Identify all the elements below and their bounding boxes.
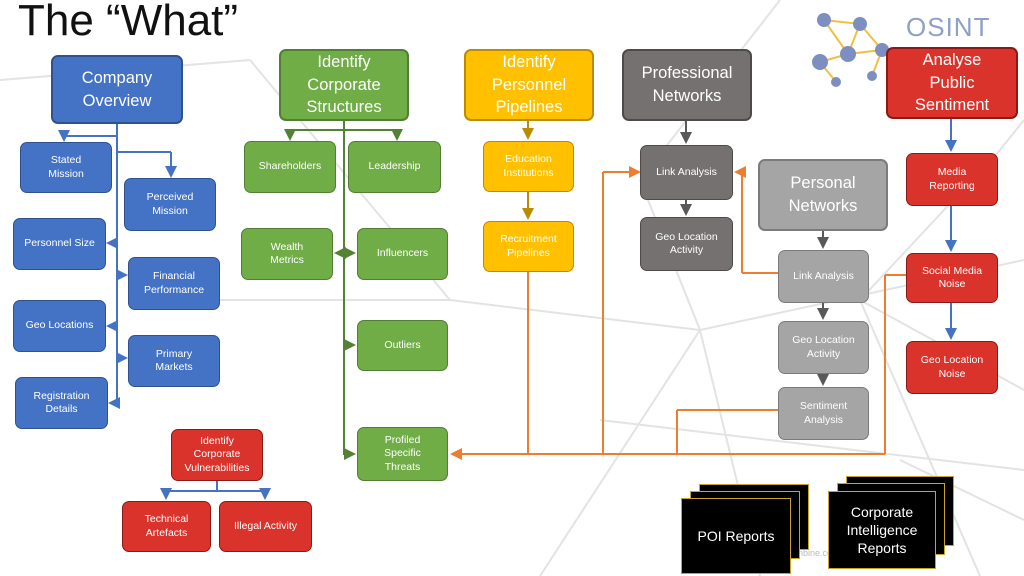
osint-network-logo-icon	[812, 13, 889, 87]
corporate-structures-header[interactable]: Identify Corporate Structures	[279, 49, 409, 121]
financial-performance-box[interactable]: Financial Performance	[128, 257, 220, 310]
corporate-vulnerabilities-header[interactable]: Identify Corporate Vulnerabilities	[171, 429, 263, 481]
primary-markets-box[interactable]: Primary Markets	[128, 335, 220, 387]
sentiment-analysis-box[interactable]: Sentiment Analysis	[778, 387, 869, 440]
geo-location-noise-box[interactable]: Geo Location Noise	[906, 341, 998, 394]
education-institutions-box[interactable]: Education Institutions	[483, 141, 574, 192]
page-title: The “What”	[18, 0, 239, 45]
professional-networks-header[interactable]: Professional Networks	[622, 49, 752, 121]
leadership-box[interactable]: Leadership	[348, 141, 441, 193]
media-reporting-box[interactable]: Media Reporting	[906, 153, 998, 206]
perceived-mission-box[interactable]: Perceived Mission	[124, 178, 216, 231]
influencers-box[interactable]: Influencers	[357, 228, 448, 280]
corporate-intelligence-reports-stack[interactable]: Corporate Intelligence Reports	[828, 476, 954, 572]
recruitment-pipelines-box[interactable]: Recruitment Pipelines	[483, 221, 574, 272]
shareholders-box[interactable]: Shareholders	[244, 141, 336, 193]
personal-networks-header[interactable]: Personal Networks	[758, 159, 888, 231]
personal-geo-location-activity-box[interactable]: Geo Location Activity	[778, 321, 869, 374]
corporate-intelligence-reports-label: Corporate Intelligence Reports	[828, 491, 936, 569]
public-sentiment-header[interactable]: Analyse Public Sentiment	[886, 47, 1018, 119]
outliers-box[interactable]: Outliers	[357, 320, 448, 371]
illegal-activity-box[interactable]: Illegal Activity	[219, 501, 312, 552]
poi-reports-label: POI Reports	[681, 498, 791, 574]
professional-link-analysis-box[interactable]: Link Analysis	[640, 145, 733, 200]
profiled-specific-threats-box[interactable]: Profiled Specific Threats	[357, 427, 448, 481]
poi-reports-stack[interactable]: POI Reports	[681, 484, 809, 576]
professional-geo-location-activity-box[interactable]: Geo Location Activity	[640, 217, 733, 271]
geo-locations-box[interactable]: Geo Locations	[13, 300, 106, 352]
registration-details-box[interactable]: Registration Details	[15, 377, 108, 429]
wealth-metrics-box[interactable]: Wealth Metrics	[241, 228, 333, 280]
osint-logo-text: OSINT	[906, 12, 991, 42]
personal-link-analysis-box[interactable]: Link Analysis	[778, 250, 869, 303]
company-overview-header[interactable]: Company Overview	[51, 55, 183, 124]
social-media-noise-box[interactable]: Social Media Noise	[906, 253, 998, 303]
personnel-pipelines-header[interactable]: Identify Personnel Pipelines	[464, 49, 594, 121]
stated-mission-box[interactable]: Stated Mission	[20, 142, 112, 193]
personnel-size-box[interactable]: Personnel Size	[13, 218, 106, 270]
technical-artefacts-box[interactable]: Technical Artefacts	[122, 501, 211, 552]
